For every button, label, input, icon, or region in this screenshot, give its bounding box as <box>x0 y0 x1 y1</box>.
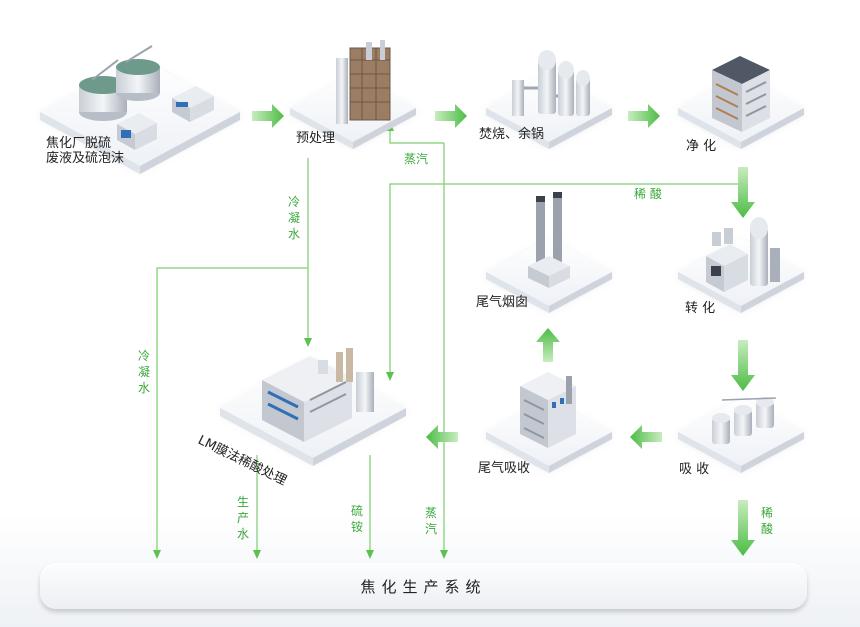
tailgas-node <box>486 372 612 473</box>
arrow-up-1 <box>536 328 560 362</box>
label-absorb: 吸 收 <box>679 462 710 477</box>
label-product-water: 生产水 <box>236 495 249 541</box>
flow-arrows <box>252 104 755 556</box>
arrow-left-2 <box>426 425 458 449</box>
label-purify: 净 化 <box>686 139 717 154</box>
arrow-right-1 <box>252 104 284 128</box>
arrow-down-1 <box>731 167 755 218</box>
arrow-right-2 <box>435 104 467 128</box>
connector-lines <box>156 128 742 553</box>
label-convert: 转 化 <box>685 301 716 316</box>
arrowhead-bottom-1 <box>153 550 161 559</box>
arrowhead-bottom-4 <box>440 550 448 559</box>
label-condensate-2: 冷凝水 <box>137 349 150 395</box>
absorb-node <box>678 397 804 473</box>
label-condensate-1: 冷凝水 <box>287 195 300 241</box>
coking-system-bar: 焦化生产系统 <box>40 563 807 609</box>
condensate-line-2 <box>156 267 308 553</box>
chimney-node <box>486 192 612 313</box>
pretreatment-node <box>290 40 416 149</box>
label-incinerator: 焚烧、余锅 <box>479 127 545 142</box>
label-steam-2: 蒸汽 <box>424 506 437 536</box>
dilute-acid-line <box>389 183 742 375</box>
lm-node <box>220 348 406 466</box>
incinerator-node <box>486 50 612 149</box>
arrowhead-bottom-3 <box>366 550 374 559</box>
label-ammonium-sulfate: 硫铵 <box>350 504 363 534</box>
arrowhead-bottom-2 <box>253 550 261 559</box>
arrowhead-down-lm-2 <box>304 338 312 347</box>
label-wastewater: 焦化厂脱硫 废液及硫泡沫 <box>46 136 125 166</box>
arrow-right-3 <box>628 104 660 128</box>
arrow-down-3 <box>731 500 755 556</box>
arrow-left-1 <box>630 425 662 449</box>
arrow-down-2 <box>731 340 755 391</box>
label-chimney: 尾气烟囱 <box>476 295 529 310</box>
label-dilute-acid-2: 稀酸 <box>760 506 773 536</box>
label-dilute-acid-1: 稀 酸 <box>634 187 662 201</box>
steam-line-to-pretreat <box>389 128 444 144</box>
label-pretreatment: 预处理 <box>296 131 336 146</box>
label-steam-1: 蒸汽 <box>404 152 429 166</box>
connector-arrowheads <box>153 122 448 559</box>
arrowhead-down-lm <box>386 372 394 381</box>
convert-node <box>678 217 804 313</box>
wastewater-node <box>40 45 240 174</box>
coking-system-label: 焦化生产系统 <box>360 577 487 596</box>
label-tailgas: 尾气吸收 <box>478 461 531 476</box>
purify-node <box>678 56 804 149</box>
